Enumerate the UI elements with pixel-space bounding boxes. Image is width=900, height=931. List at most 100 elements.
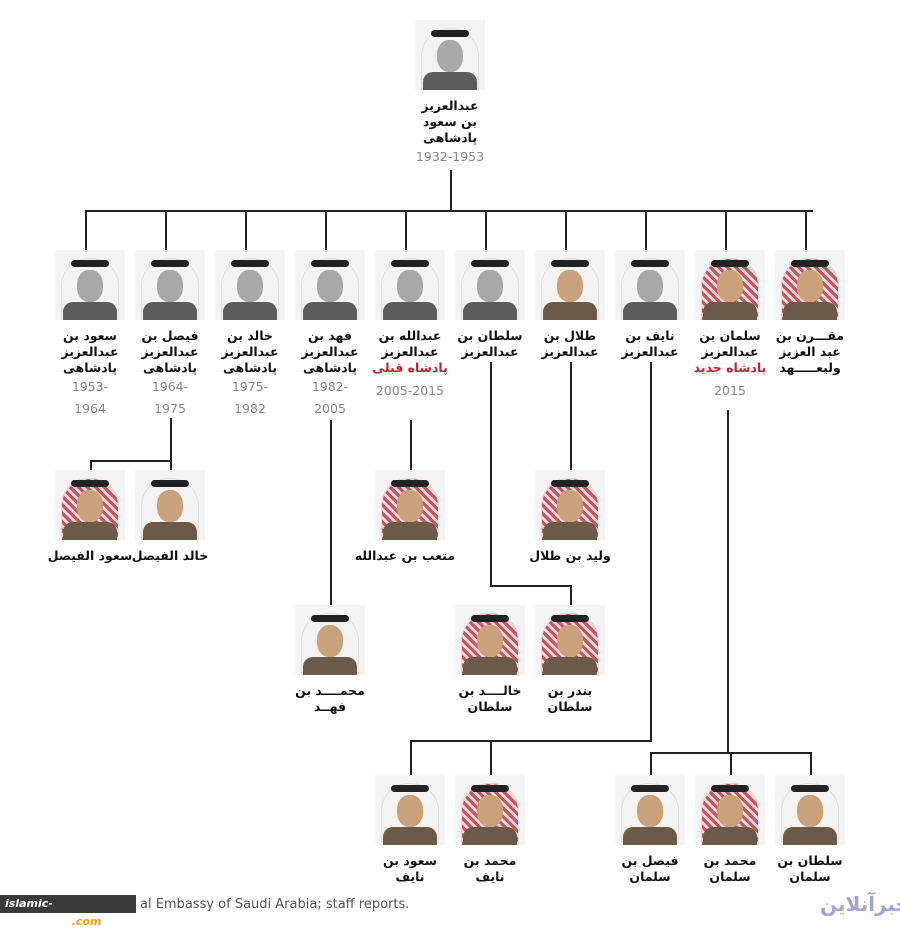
years-line: 2005-2015 bbox=[375, 383, 445, 398]
name-line: فهد بن bbox=[308, 328, 352, 343]
connector-line bbox=[810, 752, 812, 775]
portrait-photo bbox=[615, 775, 685, 845]
name-line: پادشاهی bbox=[142, 360, 198, 375]
reign-years: 1953-1964 bbox=[45, 376, 135, 420]
name-line: عبدالعزیز bbox=[141, 344, 199, 359]
connector-line bbox=[485, 210, 487, 250]
name-line: پادشاهی bbox=[62, 360, 118, 375]
khabaronline-logo: خبرآنلاین bbox=[820, 892, 900, 916]
connector-line bbox=[490, 362, 492, 585]
person-khalid-al-faisal: خالد الفیصل bbox=[125, 470, 215, 564]
name-line: عبدالعزیز bbox=[541, 344, 599, 359]
connector-line bbox=[730, 752, 732, 775]
years-line: 1975 bbox=[154, 401, 186, 416]
connector-line bbox=[645, 210, 647, 250]
portrait-photo bbox=[135, 470, 205, 540]
reign-years: 1982- 2005 bbox=[285, 376, 375, 420]
years-line: 1953- bbox=[71, 379, 109, 394]
connector-line bbox=[490, 740, 492, 775]
portrait-photo bbox=[295, 605, 365, 675]
years-line: 1982 bbox=[234, 401, 266, 416]
name-line: عبدالعزیز bbox=[621, 344, 679, 359]
name-line: عبدالله بن bbox=[378, 328, 442, 343]
connector-line bbox=[650, 752, 652, 775]
reign-years: 2005-2015 bbox=[365, 380, 455, 402]
person-walid: ولید بن طلال bbox=[525, 470, 615, 564]
connector-line bbox=[245, 210, 247, 250]
portrait-photo bbox=[455, 605, 525, 675]
name-line: خالــــد بن bbox=[458, 683, 522, 698]
name-line: پادشاهی bbox=[222, 360, 278, 375]
connector-line bbox=[90, 460, 172, 462]
person-miteb: متعب بن عبدالله bbox=[354, 470, 455, 564]
portrait-photo bbox=[535, 470, 605, 540]
connector-line bbox=[165, 210, 167, 250]
connector-line bbox=[410, 420, 412, 470]
name-line: خالد بن bbox=[227, 328, 273, 343]
name-line: سلطان bbox=[547, 699, 593, 714]
connector-line bbox=[90, 460, 92, 470]
name-line: محمد بن bbox=[703, 853, 757, 868]
name-line: طلال بن bbox=[543, 328, 597, 343]
connector-line bbox=[325, 210, 327, 250]
years-line: 1982- bbox=[311, 379, 349, 394]
portrait-photo bbox=[695, 775, 765, 845]
person-name: متعب بن عبدالله bbox=[354, 548, 455, 564]
watermark-text: islamic-awakening bbox=[5, 897, 72, 928]
name-line: بن سعود bbox=[423, 114, 477, 129]
person-name: ولید بن طلال bbox=[525, 548, 615, 564]
connector-line bbox=[170, 460, 172, 470]
name-line: فیصل بن bbox=[621, 853, 679, 868]
reign-years: 1932-1953 bbox=[405, 146, 495, 168]
years-line: 2015 bbox=[714, 383, 746, 398]
name-line: عبدالعزیز bbox=[61, 344, 119, 359]
name-line: سلمان bbox=[709, 869, 751, 884]
connector-line bbox=[410, 740, 652, 742]
portrait-photo bbox=[415, 20, 485, 90]
connector-line bbox=[410, 740, 412, 775]
name-line: عبدالعزیز bbox=[701, 344, 759, 359]
portrait-photo bbox=[535, 605, 605, 675]
connector-line bbox=[727, 410, 729, 752]
name-line: متعب بن عبدالله bbox=[354, 548, 455, 563]
connector-line bbox=[170, 418, 172, 460]
name-line: سلمان bbox=[789, 869, 831, 884]
connector-line bbox=[725, 210, 727, 250]
portrait-photo bbox=[455, 775, 525, 845]
name-line: پادشاهی bbox=[422, 130, 478, 145]
source-note: al Embassy of Saudi Arabia; staff report… bbox=[140, 897, 410, 912]
name-line: عبدالعزیز bbox=[381, 344, 439, 359]
years-line: 2005 bbox=[314, 401, 346, 416]
portrait-photo bbox=[455, 250, 525, 320]
name-line: مقـــرن بن bbox=[775, 328, 845, 343]
portrait-photo bbox=[535, 250, 605, 320]
name-line: سلمان بن bbox=[699, 328, 761, 343]
portrait-photo bbox=[375, 250, 445, 320]
portrait-photo bbox=[615, 250, 685, 320]
connector-line bbox=[85, 210, 87, 250]
name-line: خالد الفیصل bbox=[131, 548, 209, 563]
person-saud-al-faisal: سعود الفیصل bbox=[45, 470, 135, 564]
